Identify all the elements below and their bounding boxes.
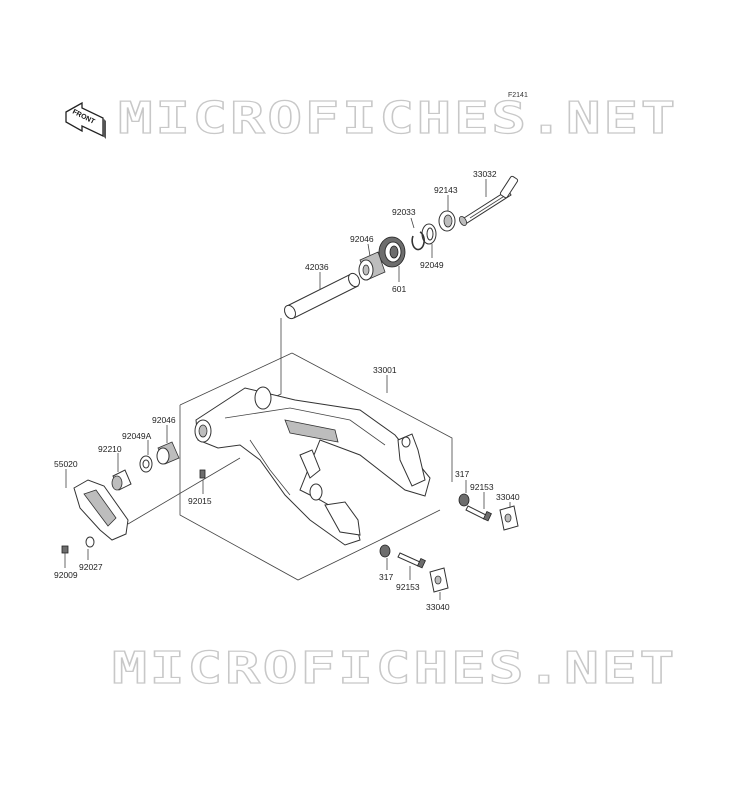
part-label-92015: 92015 [188, 496, 212, 506]
needle-bearing-92046-left [156, 441, 180, 465]
part-label-92153-right: 92153 [470, 482, 494, 492]
part-label-92027: 92027 [79, 562, 103, 572]
bolt-92153-right [465, 505, 492, 522]
part-label-92009: 92009 [54, 570, 78, 580]
washer-92027 [85, 536, 95, 548]
part-label-317-right: 317 [455, 469, 469, 479]
part-label-601: 601 [392, 284, 406, 294]
stud-92015 [199, 469, 206, 479]
part-label-33040-right: 33040 [496, 492, 520, 502]
part-label-92046-top: 92046 [350, 234, 374, 244]
part-label-92033: 92033 [392, 207, 416, 217]
sleeve-42036 [283, 272, 361, 320]
swing-arm-33001 [179, 352, 453, 581]
watermark-bottom: MICROFICHES.NET [112, 643, 677, 694]
needle-bearing-92046-top [358, 251, 386, 281]
adjuster-plate-33040-bottom [429, 567, 449, 593]
seal-92049A [139, 455, 153, 473]
pivot-shaft-33032 [458, 175, 519, 226]
part-label-92210: 92210 [98, 444, 122, 454]
part-label-92046-left: 92046 [152, 415, 176, 425]
chain-guard-55020 [73, 479, 129, 541]
spacer-92210 [111, 469, 132, 491]
part-label-92049: 92049 [420, 260, 444, 270]
part-label-317-bottom: 317 [379, 572, 393, 582]
watermark-top: MICROFICHES.NET [118, 93, 678, 144]
front-arrow-icon: FRONT [65, 101, 106, 139]
part-label-92143: 92143 [434, 185, 458, 195]
part-label-92049A: 92049A [122, 431, 152, 441]
screw-92009 [61, 545, 69, 560]
nut-317-right [458, 493, 470, 507]
diagram-code: F2141 [508, 92, 528, 99]
part-label-33001: 33001 [373, 365, 397, 375]
part-label-55020: 55020 [54, 459, 78, 469]
circlip-92033 [411, 231, 425, 251]
nut-317-bottom [379, 544, 391, 558]
adjuster-plate-33040-right [499, 505, 519, 531]
collar-92143 [438, 210, 456, 232]
bearing-601 [378, 236, 406, 268]
bolt-92153-bottom [397, 552, 426, 569]
part-label-42036: 42036 [305, 262, 329, 272]
part-label-33032: 33032 [473, 169, 497, 179]
part-label-33040-bottom: 33040 [426, 602, 450, 612]
part-label-92153-bottom: 92153 [396, 582, 420, 592]
